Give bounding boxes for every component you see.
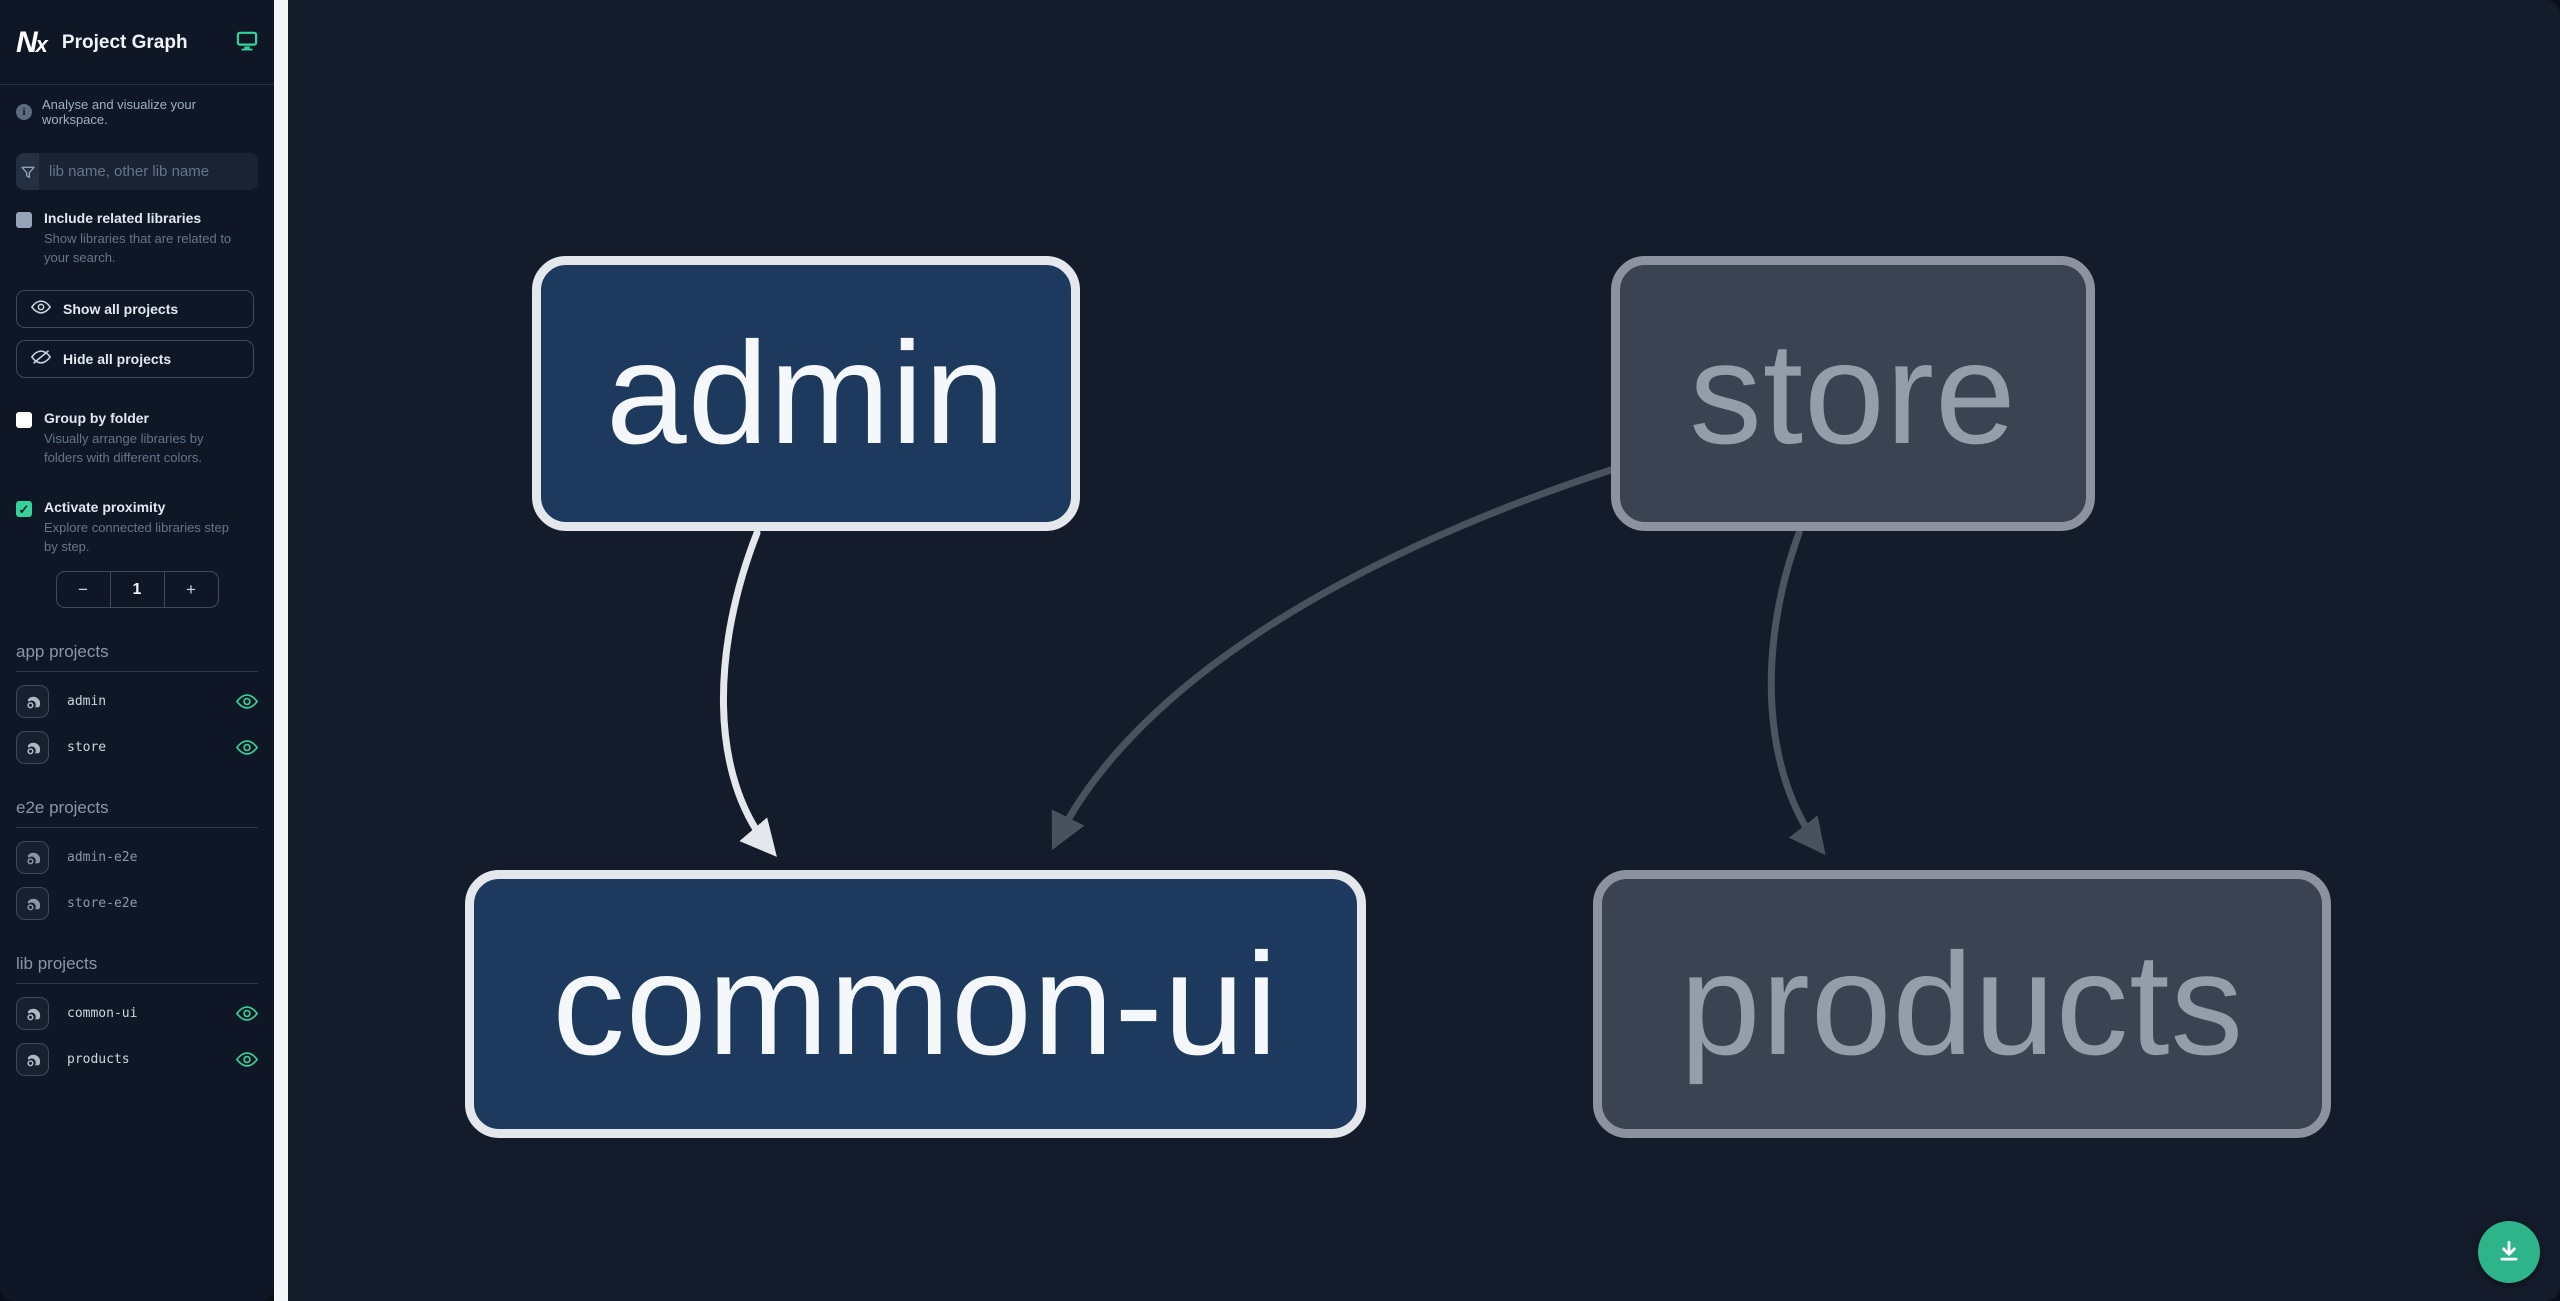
sidebar-scrollbar[interactable] xyxy=(274,0,288,1301)
checkbox-description: Explore connected libraries step by step… xyxy=(44,520,229,555)
list-item-store-e2e: store-e2e xyxy=(16,887,258,921)
graph-node-common-ui[interactable]: common-ui xyxy=(465,870,1366,1138)
focus-project-button[interactable] xyxy=(16,997,49,1031)
project-name: store xyxy=(67,740,107,756)
node-label: products xyxy=(1679,922,2245,1085)
eye-slash-icon xyxy=(30,349,52,368)
section-e2e-projects: e2e projects admin-e2e store-e2 xyxy=(0,798,274,921)
graph-node-admin[interactable]: admin xyxy=(532,256,1080,531)
project-name: products xyxy=(67,1052,130,1068)
toggle-visibility-eye-icon[interactable] xyxy=(236,737,258,759)
project-name: common-ui xyxy=(67,1006,138,1022)
checkbox-box-checked[interactable]: ✓ xyxy=(16,501,32,518)
download-icon xyxy=(2496,1238,2522,1267)
filter-input[interactable] xyxy=(39,153,258,190)
graph-edges xyxy=(719,466,1826,857)
section-heading: app projects xyxy=(16,642,258,673)
group-by-folder-checkbox[interactable]: Group by folder Visually arrange librari… xyxy=(0,396,274,472)
page-title: Project Graph xyxy=(61,32,188,53)
filter-bar xyxy=(16,153,258,190)
activate-proximity-checkbox[interactable]: ✓ Activate proximity Explore connected l… xyxy=(0,485,274,561)
project-name: admin xyxy=(67,694,107,710)
graph-canvas[interactable]: admin store common-ui products xyxy=(288,0,2560,1301)
section-app-projects: app projects admin xyxy=(0,642,274,765)
proximity-stepper: − 1 + xyxy=(55,571,219,609)
download-graph-button[interactable] xyxy=(2478,1221,2540,1283)
checkbox-description: Show libraries that are related to your … xyxy=(44,231,232,265)
section-heading: e2e projects xyxy=(16,798,258,829)
sidebar: Nx Project Graph i Analyse and visualize… xyxy=(0,0,274,1301)
edge-admin-to-common-ui[interactable] xyxy=(719,529,777,857)
hide-all-projects-button[interactable]: Hide all projects xyxy=(16,339,254,378)
focus-project-button[interactable] xyxy=(16,731,49,765)
list-item-admin: admin xyxy=(16,685,258,719)
header-divider xyxy=(0,84,274,85)
node-label: store xyxy=(1689,312,2017,474)
show-all-label: Show all projects xyxy=(63,300,179,317)
node-label: common-ui xyxy=(552,922,1279,1085)
list-item-products: products xyxy=(16,1043,258,1077)
eye-icon xyxy=(30,300,52,317)
list-item-store: store xyxy=(16,731,258,765)
stepper-value: 1 xyxy=(109,572,165,608)
focus-project-button[interactable] xyxy=(16,887,49,921)
focus-project-button[interactable] xyxy=(16,841,49,875)
project-name: admin-e2e xyxy=(67,850,138,866)
stepper-decrement-button[interactable]: − xyxy=(57,572,110,607)
node-label: admin xyxy=(606,312,1006,474)
graph-node-products[interactable]: products xyxy=(1593,870,2331,1138)
toggle-visibility-eye-icon[interactable] xyxy=(236,1049,258,1071)
edge-store-to-products[interactable] xyxy=(1767,529,1826,856)
section-heading: lib projects xyxy=(16,954,258,985)
section-lib-projects: lib projects common-ui xyxy=(0,954,274,1077)
info-icon: i xyxy=(16,104,32,120)
hide-all-label: Hide all projects xyxy=(63,350,172,367)
checkbox-label: Include related libraries xyxy=(44,210,202,226)
tagline-text: Analyse and visualize your workspace. xyxy=(42,97,196,127)
focus-project-button[interactable] xyxy=(16,1043,49,1077)
toggle-visibility-eye-icon[interactable] xyxy=(236,691,258,713)
monitor-icon[interactable] xyxy=(236,31,258,56)
list-item-admin-e2e: admin-e2e xyxy=(16,841,258,875)
checkbox-label: Activate proximity xyxy=(44,499,166,516)
graph-node-store[interactable]: store xyxy=(1611,256,2095,531)
stepper-increment-button[interactable]: + xyxy=(165,572,218,607)
checkbox-box[interactable] xyxy=(16,411,32,428)
edge-store-to-common-ui[interactable] xyxy=(1051,466,1615,851)
checkbox-description: Visually arrange libraries by folders wi… xyxy=(44,430,204,465)
checkbox-box[interactable] xyxy=(16,212,32,228)
nx-logo: Nx xyxy=(16,26,48,59)
include-related-checkbox[interactable]: Include related libraries Show libraries… xyxy=(0,196,274,272)
tagline: i Analyse and visualize your workspace. xyxy=(0,85,274,139)
list-item-common-ui: common-ui xyxy=(16,997,258,1031)
toggle-visibility-eye-icon[interactable] xyxy=(236,1003,258,1025)
checkbox-label: Group by folder xyxy=(44,409,149,426)
sidebar-header: Nx Project Graph xyxy=(0,0,274,84)
focus-project-button[interactable] xyxy=(16,685,49,719)
show-all-projects-button[interactable]: Show all projects xyxy=(16,289,254,328)
funnel-icon xyxy=(16,153,39,190)
project-name: store-e2e xyxy=(67,896,138,912)
